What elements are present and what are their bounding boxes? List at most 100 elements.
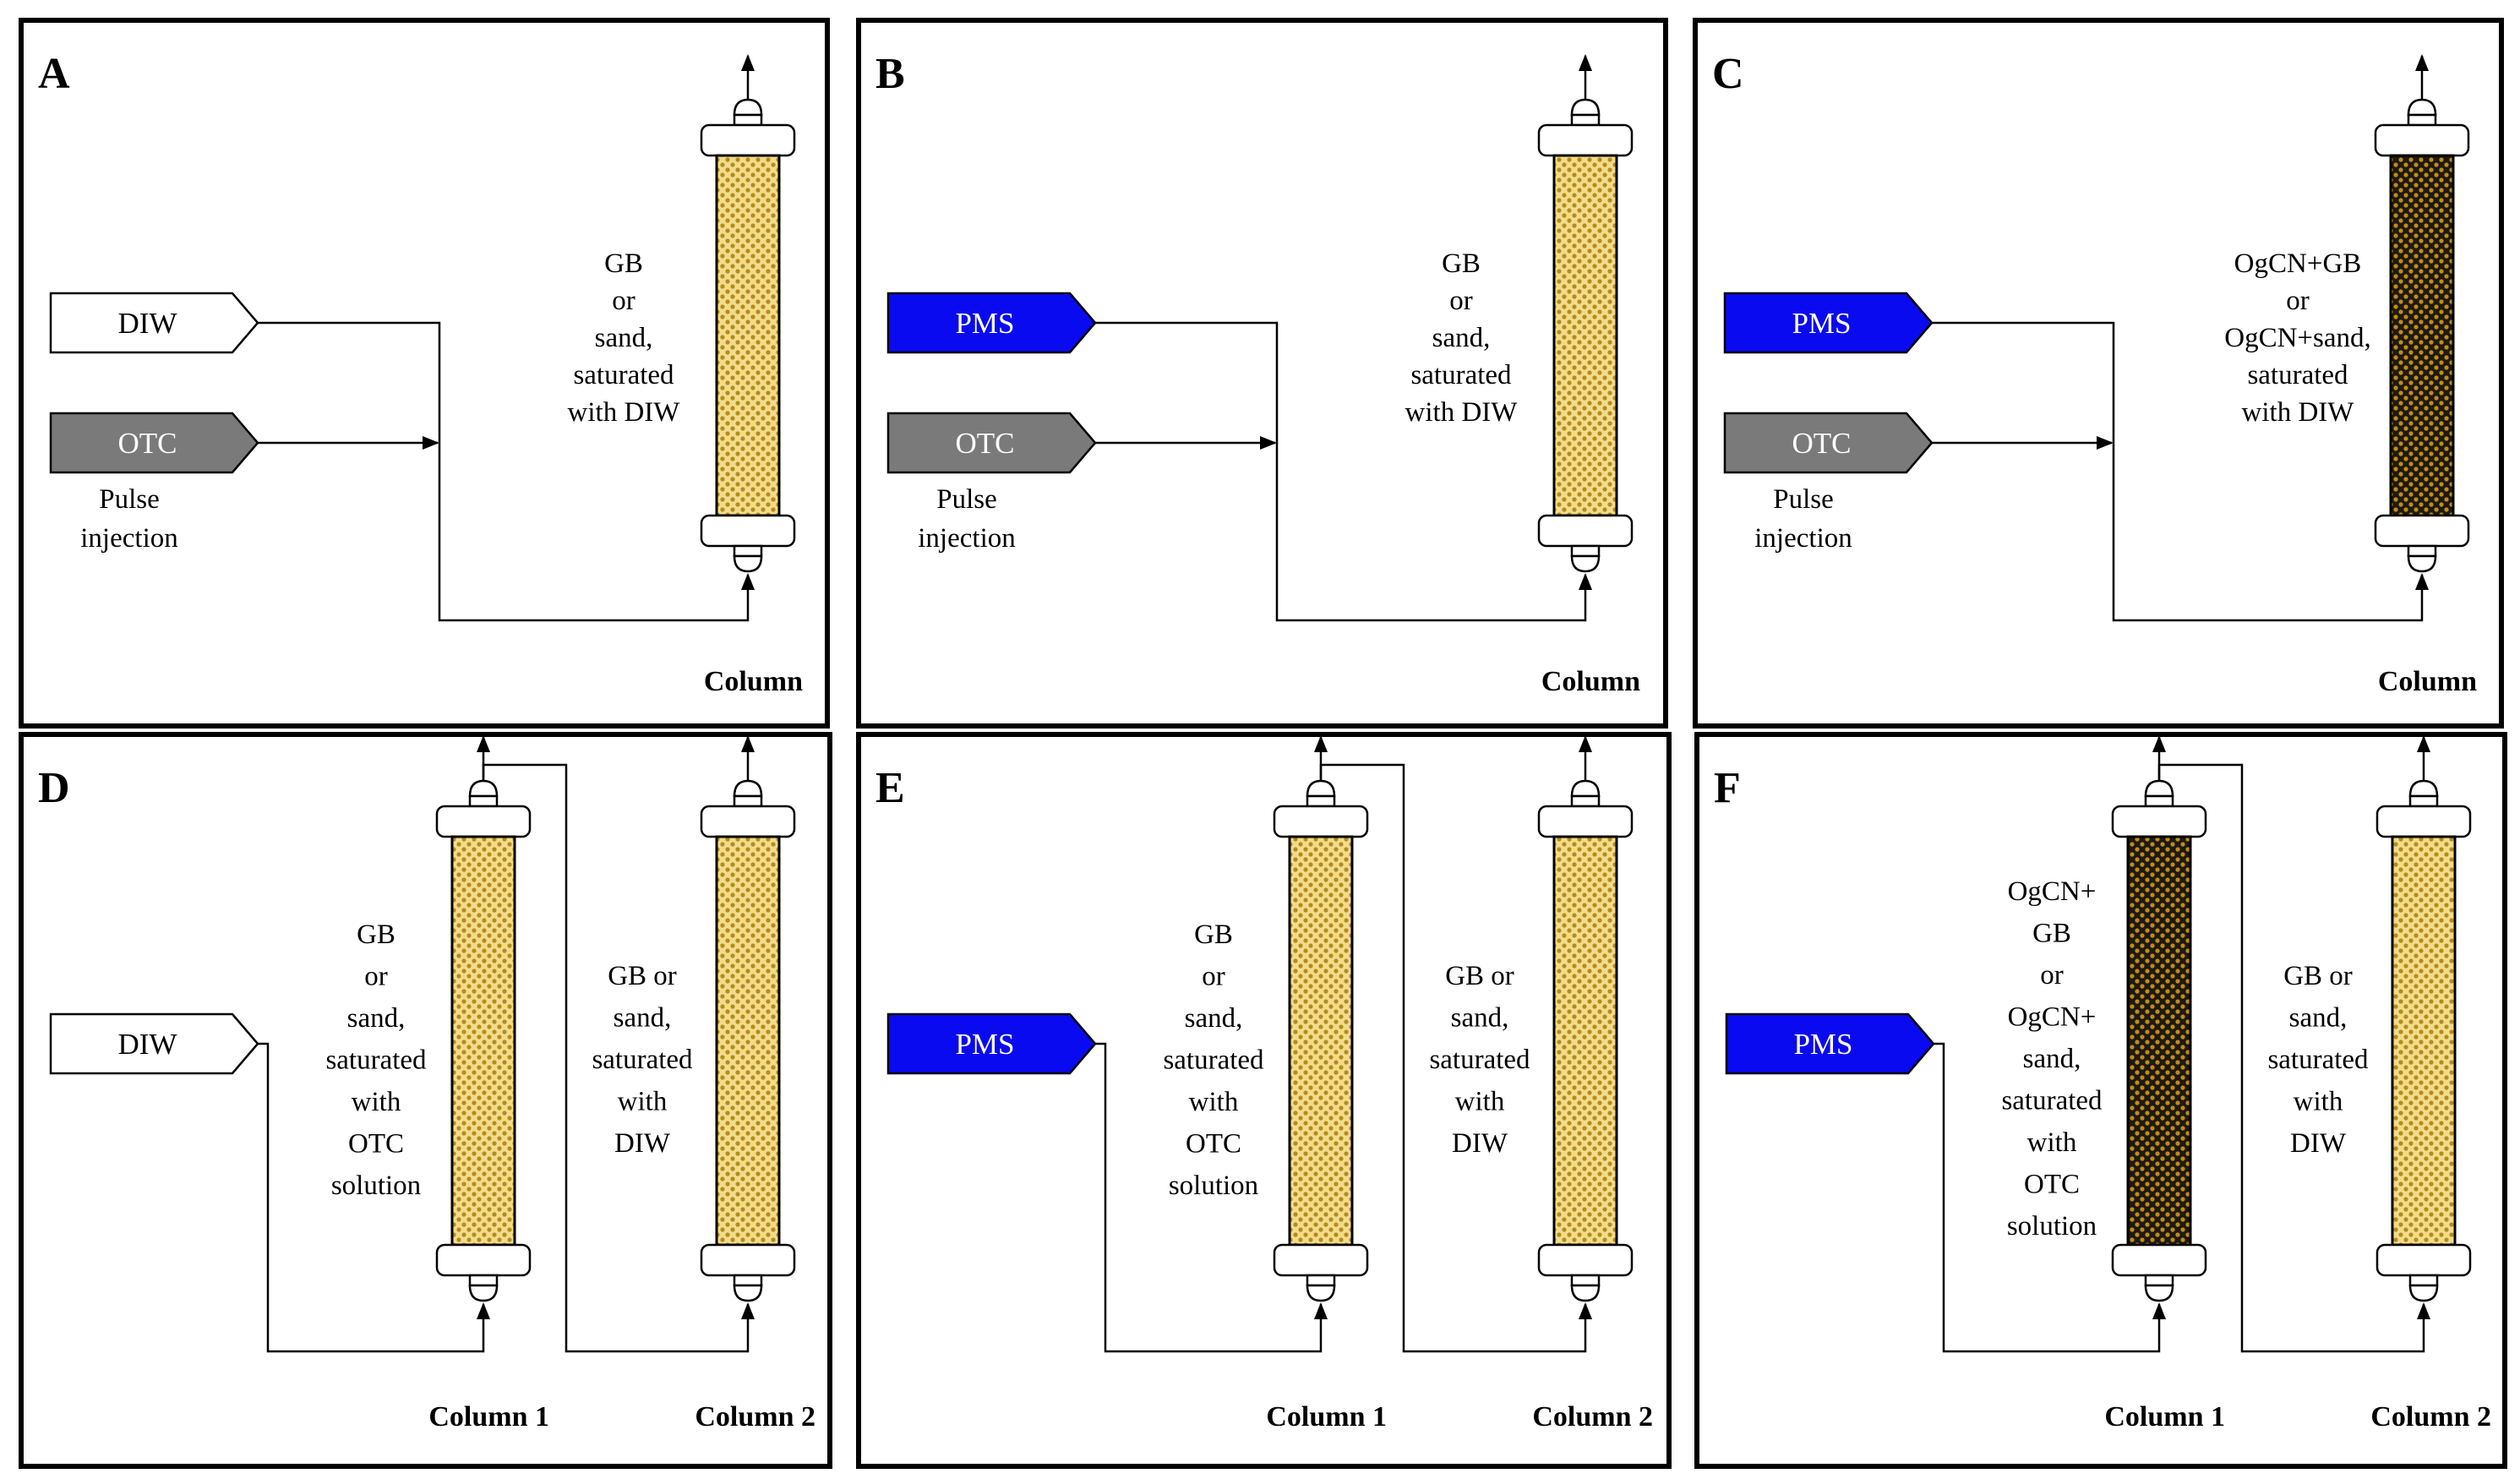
feed-line (1934, 1042, 2166, 1353)
column-1-description-line: saturated (1163, 1045, 1264, 1076)
column-2-top-fitting (2408, 779, 2439, 798)
otc-inlet-tag (1723, 412, 1934, 474)
panel-c: CPMSOTCPulseinjectionOgCN+GBorOgCN+sand,… (1693, 18, 2504, 729)
otc-label: OTC (118, 427, 177, 460)
column-description-line: sand, (595, 323, 653, 353)
column-description-line: or (612, 286, 635, 316)
pms-inlet-tag (886, 292, 1097, 354)
column-1-description-line: sand, (2023, 1044, 2081, 1074)
column-1-top-flange (2111, 805, 2207, 838)
column-top-fitting (2407, 98, 2437, 117)
column-2-bottom-fitting (2408, 1284, 2439, 1302)
column-1-description-line: solution (1169, 1171, 1258, 1201)
column-2-bottom-flange (2375, 1243, 2472, 1277)
column-description-line: GB (604, 248, 643, 279)
column-1-description-line: sand, (1185, 1003, 1243, 1034)
column-1-bottom-flange (1273, 1243, 1369, 1277)
column-description-line: GB (1442, 248, 1481, 279)
panel-frame (856, 732, 1672, 1469)
column-packed-bed (1552, 154, 1618, 517)
column-description-line: or (1449, 286, 1473, 316)
panel-e: EPMSGBorsand,saturatedwithOTCsolutionGB … (856, 732, 1672, 1469)
panel-letter: A (38, 50, 70, 98)
panel-frame (19, 18, 830, 729)
column-1-description-line: OTC (348, 1129, 404, 1160)
column-2-description-line: GB or (1445, 961, 1514, 991)
column-1-top-flange (1273, 805, 1369, 838)
pulse-injection-note-line: Pulse (99, 484, 160, 515)
column-bottom-fitting (733, 554, 763, 573)
panel-frame (19, 732, 832, 1469)
column-2-bottom-fitting (733, 1284, 763, 1302)
column-1-description-line: GB (357, 920, 395, 950)
column-connection-line (1319, 763, 1592, 1353)
panel-letter: D (38, 764, 70, 812)
column-1-description-line: with (2027, 1127, 2077, 1158)
column-1-label: Column 1 (2104, 1401, 2225, 1433)
column-description-line: with DIW (1405, 397, 1519, 428)
panel-letter: C (1712, 50, 1744, 98)
column-top-fitting-base (2407, 113, 2437, 127)
pms-inlet-tag (1725, 1012, 1935, 1075)
column-1-packed-bed (450, 835, 516, 1247)
column-2-description-line: with (2294, 1087, 2343, 1117)
column-1-description-line: saturated (2001, 1086, 2103, 1116)
otc-label: OTC (1792, 427, 1852, 460)
pms-inlet-tag (1723, 292, 1934, 354)
pulse-injection-note-line: injection (1754, 523, 1852, 554)
pulse-injection-note-line: Pulse (1773, 484, 1834, 515)
panel-letter: B (875, 50, 905, 98)
column-2-description-line: saturated (592, 1045, 693, 1075)
column-2-description-line: saturated (2267, 1045, 2369, 1075)
column-1-bottom-fitting-base (2144, 1274, 2174, 1287)
column-2-label: Column 2 (2370, 1401, 2491, 1433)
pulse-injection-note-line: injection (918, 523, 1015, 554)
column-packed-bed (2389, 154, 2455, 517)
column-label: Column (2378, 666, 2477, 697)
column-1-packed-bed (1288, 835, 1354, 1247)
column-1-description-line: with (352, 1087, 401, 1117)
panel-frame (1694, 732, 2507, 1469)
panel-letter: F (1714, 764, 1741, 812)
column-1-label: Column 1 (428, 1401, 549, 1433)
column-2-description-line: DIW (1452, 1128, 1508, 1159)
column-1-label: Column 1 (1266, 1401, 1387, 1433)
panel-b: BPMSOTCPulseinjectionGBorsand,saturatedw… (856, 18, 1668, 729)
pulse-injection-note-line: Pulse (936, 484, 997, 515)
column-1-top-fitting-base (2144, 794, 2174, 808)
column-1-description-line: solution (2007, 1211, 2097, 1242)
column-1-description-line: OgCN+ (2008, 1002, 2097, 1033)
column-1-description-line: solution (331, 1171, 421, 1201)
column-description-line: OgCN+sand, (2224, 323, 2371, 353)
column-2-top-fitting-base (1570, 794, 1601, 808)
column-description-line: saturated (1410, 360, 1512, 390)
column-1-description-line: OgCN+ (2008, 876, 2097, 907)
column-2-top-fitting-base (733, 794, 763, 808)
otc-inlet-tag (49, 412, 259, 474)
column-1-top-fitting (2144, 779, 2174, 798)
column-bottom-fitting (2407, 554, 2437, 573)
otc-inlet-tag (886, 412, 1097, 474)
diw-inlet-tag (49, 1012, 259, 1075)
column-2-top-flange (2375, 805, 2472, 838)
column-label: Column (704, 666, 803, 697)
column-top-fitting (1570, 98, 1601, 117)
column-1-description-line: OTC (1186, 1129, 1241, 1160)
column-description-line: saturated (2247, 360, 2348, 390)
column-2-bottom-fitting-base (1570, 1274, 1601, 1287)
column-description-line: with DIW (2242, 397, 2355, 428)
column-1-top-fitting-base (1306, 794, 1336, 808)
otc-label: OTC (956, 427, 1015, 460)
column-2-label: Column 2 (1532, 1401, 1653, 1433)
pms-label: PMS (1793, 1028, 1852, 1061)
column-2-description-line: saturated (1429, 1045, 1530, 1075)
column-1-bottom-fitting (2144, 1284, 2174, 1302)
column-description-line: sand, (1432, 323, 1491, 353)
column-2-description-line: with (618, 1087, 668, 1117)
feed-line (258, 321, 755, 622)
column-1-bottom-fitting (1306, 1284, 1336, 1302)
column-2-bottom-fitting-base (2408, 1274, 2439, 1287)
column-2-packed-bed (1552, 835, 1618, 1247)
feed-line (1095, 1042, 1328, 1353)
panel-frame (1693, 18, 2504, 729)
